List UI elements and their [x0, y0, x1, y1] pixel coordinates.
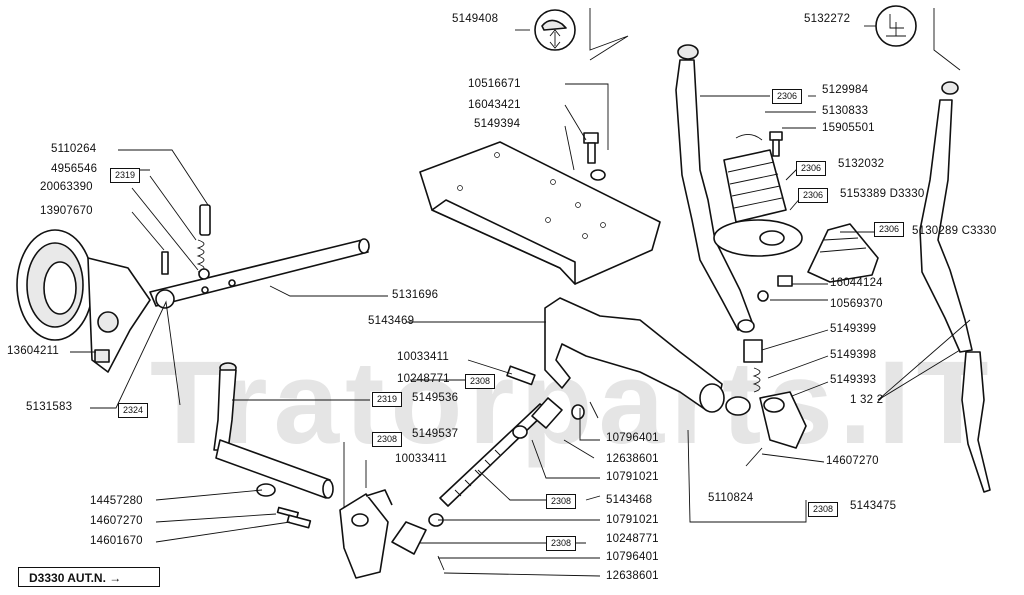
- part-label-10033411b: 10033411: [395, 453, 447, 465]
- part-label-5143468: 5143468: [606, 494, 653, 506]
- reference-box-2319b: 2319: [372, 392, 403, 407]
- reference-box-2324: 2324: [118, 403, 149, 418]
- shift-pattern-icon: [875, 5, 917, 47]
- part-label-5110264: 5110264: [51, 143, 97, 155]
- part-label-14607270r: 14607270: [826, 455, 879, 467]
- reference-box-2306c: 2306: [798, 188, 829, 203]
- part-label-5131583: 5131583: [26, 401, 73, 413]
- part-label-10791021b: 10791021: [606, 514, 659, 526]
- part-label-12638601a: 12638601: [606, 453, 659, 465]
- part-label-10796401a: 10796401: [606, 432, 659, 444]
- detent-parts: [161, 204, 211, 280]
- gear-lever-main: [675, 44, 755, 333]
- part-label-20063390: 20063390: [40, 181, 93, 193]
- part-label-5129984: 5129984: [822, 84, 869, 96]
- part-label-5149394: 5149394: [474, 118, 521, 130]
- lever-pin-parts: [725, 339, 807, 467]
- part-label-5131696: 5131696: [392, 289, 439, 301]
- part-label-10569370: 10569370: [830, 298, 883, 310]
- part-label-5149408: 5149408: [452, 13, 499, 25]
- part-label-10248771a: 10248771: [397, 373, 450, 385]
- part-label-5132272: 5132272: [804, 13, 851, 25]
- shift-bracket: [544, 297, 725, 413]
- part-label-5110824: 5110824: [708, 492, 754, 504]
- reference-box-2306a: 2306: [772, 89, 803, 104]
- lever-boot: [713, 131, 803, 257]
- part-label-16043421: 16043421: [468, 99, 521, 111]
- gear-lever-right: [919, 81, 991, 493]
- part-label-14607270l: 14607270: [90, 515, 143, 527]
- part-label-10248771b: 10248771: [606, 533, 659, 545]
- part-label-5149398: 5149398: [830, 349, 877, 361]
- part-label-1322: 1 32 2: [850, 394, 884, 406]
- part-label-5130289: 5130289 C3330: [912, 225, 997, 237]
- reference-box-2308c: 2308: [546, 494, 577, 509]
- link-rod: [339, 365, 599, 579]
- part-label-14601670: 14601670: [90, 535, 143, 547]
- reference-box-2308e: 2308: [808, 502, 839, 517]
- lever-symbol-icon: [534, 9, 576, 51]
- part-label-12638601b: 12638601: [606, 570, 659, 582]
- crank-lever: [213, 362, 334, 529]
- part-label-5143469: 5143469: [368, 315, 415, 327]
- model-badge: D3330 AUT.N. →: [18, 567, 160, 587]
- reference-box-2319a: 2319: [110, 168, 141, 183]
- reference-box-2308a: 2308: [465, 374, 496, 389]
- part-label-5130833: 5130833: [822, 105, 869, 117]
- selector-shaft: [149, 238, 370, 309]
- cover-plate: [419, 141, 661, 285]
- part-label-5153389: 5153389 D3330: [840, 188, 925, 200]
- lever-boot-c3330: [757, 223, 879, 302]
- reference-box-2306b: 2306: [796, 161, 827, 176]
- part-label-10791021a: 10791021: [606, 471, 659, 483]
- reference-box-2306d: 2306: [874, 222, 905, 237]
- cover-bolt: [583, 132, 606, 181]
- watermark: Tratorparts.IT: [150, 337, 995, 469]
- part-label-15905501: 15905501: [822, 122, 875, 134]
- reference-box-2308d: 2308: [546, 536, 577, 551]
- part-label-14457280: 14457280: [90, 495, 143, 507]
- part-label-16044124: 16044124: [830, 277, 883, 289]
- part-label-13907670: 13907670: [40, 205, 93, 217]
- part-label-5149399: 5149399: [830, 323, 877, 335]
- part-label-5149536: 5149536: [412, 392, 459, 404]
- part-label-13604211: 13604211: [7, 345, 59, 357]
- part-label-5149537: 5149537: [412, 428, 459, 440]
- part-label-10796401b: 10796401: [606, 551, 659, 563]
- part-label-4956546: 4956546: [51, 163, 98, 175]
- part-label-5149393: 5149393: [830, 374, 877, 386]
- part-label-10516671: 10516671: [468, 78, 521, 90]
- clutch-housing: [16, 229, 151, 373]
- part-label-5143475: 5143475: [850, 500, 897, 512]
- reference-box-2308b: 2308: [372, 432, 403, 447]
- part-label-5132032: 5132032: [838, 158, 885, 170]
- part-label-10033411a: 10033411: [397, 351, 449, 363]
